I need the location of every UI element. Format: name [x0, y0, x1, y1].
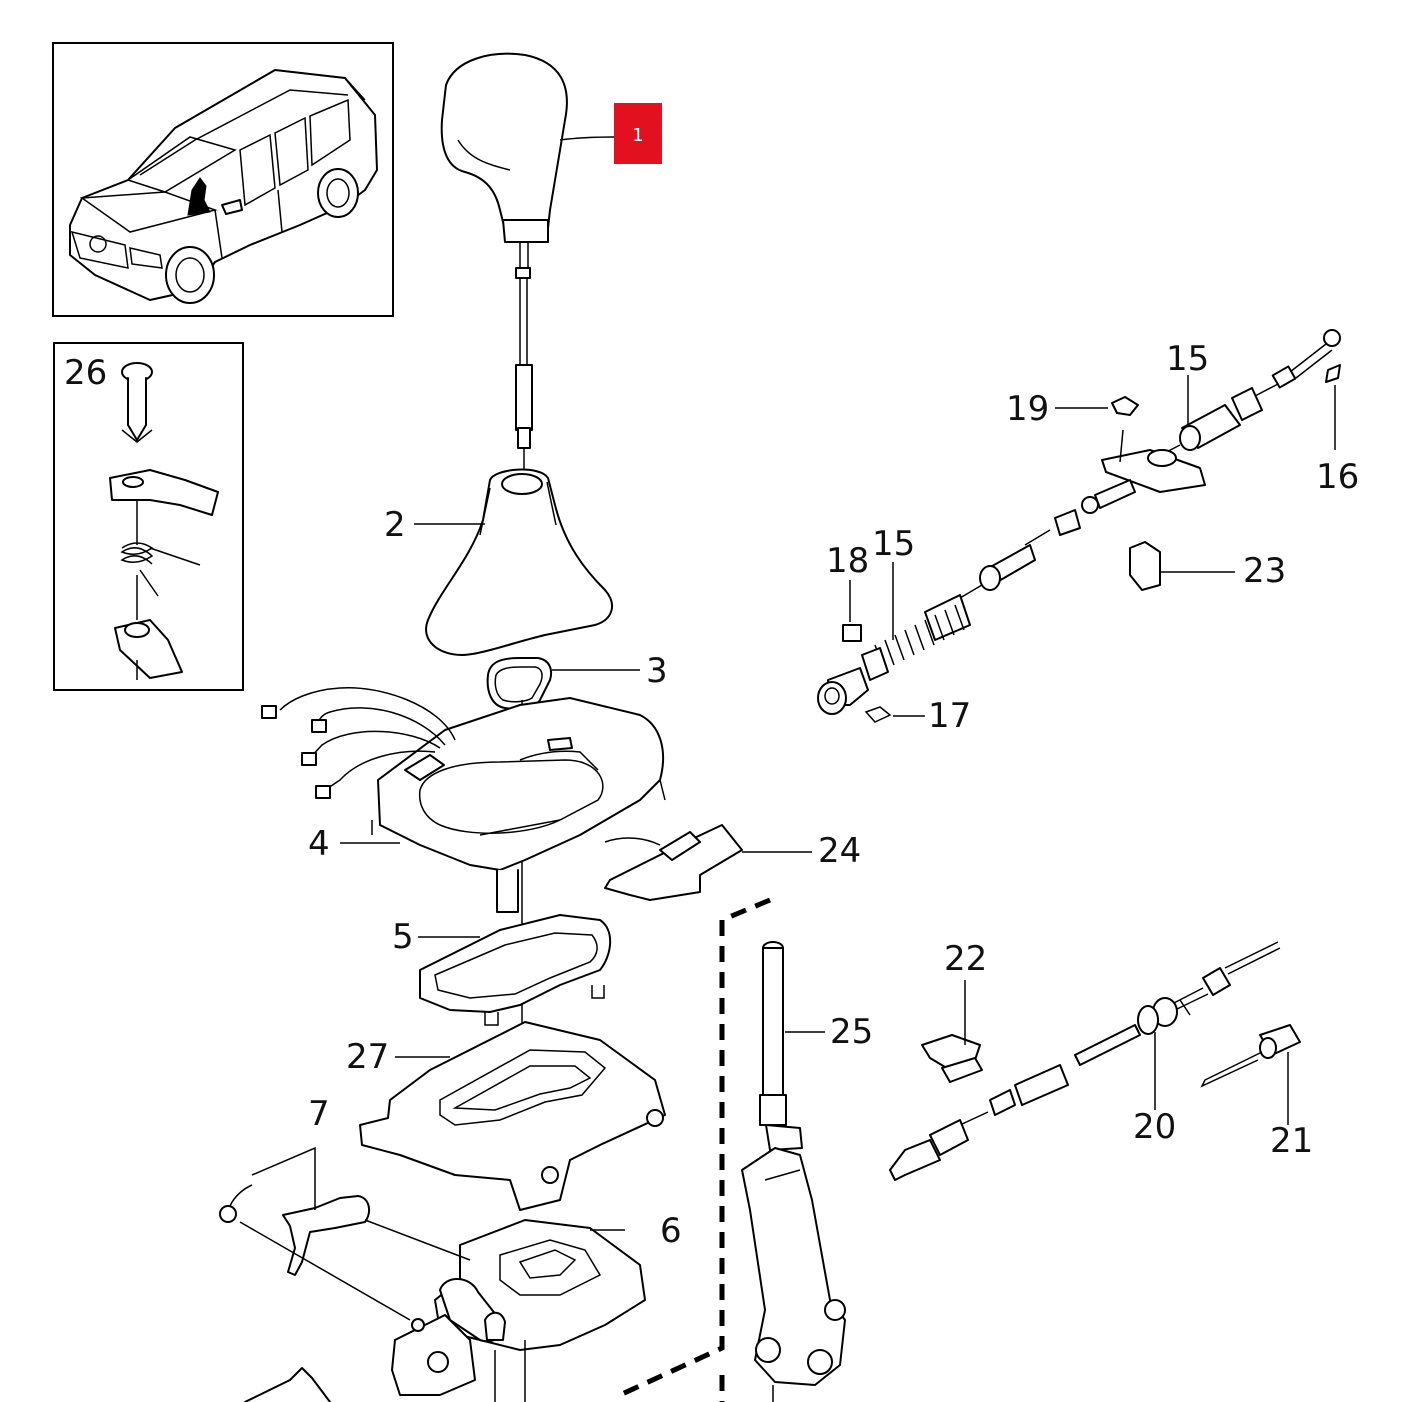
lower-bracket [244, 1367, 331, 1402]
label-24: 24 [818, 831, 861, 871]
label-22: 22 [944, 939, 987, 979]
connector-icon [301, 752, 317, 766]
lever-arm-icon [109, 469, 219, 516]
label-1: 1 [632, 125, 643, 146]
label-16: 16 [1316, 457, 1359, 497]
part-1-gear-knob [440, 52, 615, 470]
part-27-gate-plate: 27 [346, 1021, 666, 1211]
connector-icon [261, 705, 277, 719]
lock-cable-assembly: 20 21 22 [889, 939, 1313, 1181]
assembly-boundary [618, 897, 771, 1402]
connector-icon [315, 785, 331, 799]
label-19: 19 [1006, 389, 1049, 429]
label-7: 7 [308, 1094, 330, 1134]
connector-icon [311, 719, 327, 733]
bracket-clip-icon [1129, 541, 1161, 591]
part-7-lock-lever: 7 [219, 1094, 471, 1321]
shift-cable-assembly: 19 15 16 15 18 17 [817, 329, 1359, 736]
part-26-inset: 26 [53, 342, 244, 691]
highlight-badge [614, 103, 662, 164]
label-15-top: 15 [1166, 339, 1209, 379]
label-23: 23 [1243, 551, 1286, 591]
clip-small-icon [1325, 364, 1341, 383]
part-25-selector-rod: 25 [741, 941, 873, 1402]
clip-icon [1111, 396, 1139, 416]
highlight-label-1: 1 [614, 103, 662, 164]
part-4-selector-cover: 4 [261, 686, 666, 913]
label-4: 4 [308, 824, 330, 864]
label-17: 17 [928, 696, 971, 736]
part-24-sensor-plate: 24 [604, 824, 861, 901]
label-3: 3 [646, 651, 668, 691]
label-21: 21 [1270, 1121, 1313, 1161]
car-icon [69, 69, 378, 304]
part-3-seal: 3 [486, 651, 668, 710]
car-overview-inset [52, 42, 394, 317]
label-27: 27 [346, 1037, 389, 1077]
cap-icon [842, 624, 862, 642]
part-5-frame: 5 [392, 914, 612, 1026]
label-25: 25 [830, 1012, 873, 1052]
label-6: 6 [660, 1211, 682, 1251]
label-20: 20 [1133, 1107, 1176, 1147]
label-2: 2 [384, 505, 406, 545]
label-15-bottom: 15 [872, 524, 915, 564]
push-pin-icon [121, 362, 153, 443]
part-6-housing: 6 [391, 1211, 682, 1396]
spring-clip-icon [864, 706, 892, 723]
spring-icon [120, 542, 201, 597]
label-26: 26 [64, 353, 107, 393]
bracket-base-icon [114, 619, 183, 679]
label-18: 18 [826, 541, 869, 581]
label-5: 5 [392, 917, 414, 957]
part-2-gear-boot: 2 [384, 468, 614, 656]
